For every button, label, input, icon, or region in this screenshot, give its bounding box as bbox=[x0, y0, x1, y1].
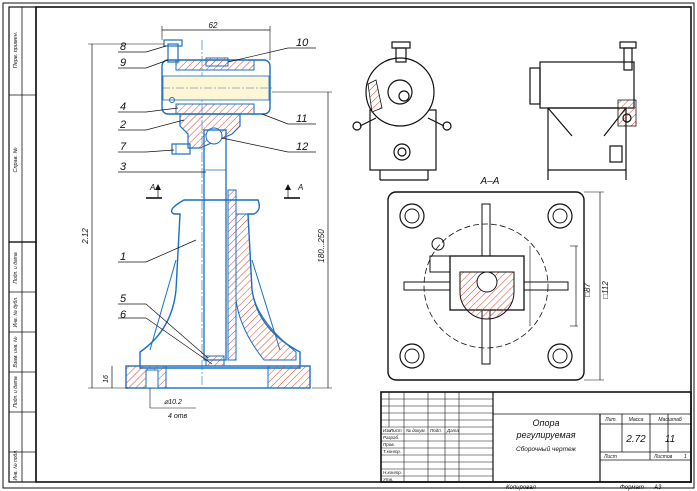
callout-8: 8 bbox=[120, 41, 127, 53]
callout-4: 4 bbox=[120, 101, 126, 113]
sheet-frame-inner bbox=[35, 6, 692, 483]
tb-header-date: Дата bbox=[446, 428, 459, 433]
dim-outer-square: □112 bbox=[601, 281, 610, 299]
title-block bbox=[380, 391, 692, 483]
side-bolt bbox=[171, 143, 191, 155]
front-view bbox=[125, 39, 311, 389]
top-screw bbox=[167, 43, 179, 63]
dim-adjust-range: 180...250 bbox=[317, 229, 326, 263]
dim-inner-square: □87 bbox=[583, 283, 592, 297]
tb-lit-label: Лит. bbox=[604, 417, 617, 423]
callout-10: 10 bbox=[296, 37, 309, 49]
footer-copied: Копировал bbox=[506, 485, 536, 491]
title-block-text: Изм Лист № докум. Подп. Дата Разраб. Про… bbox=[383, 417, 687, 482]
callout-12: 12 bbox=[296, 141, 308, 153]
tb-code: 2.72 bbox=[625, 434, 646, 445]
margin-label-ref-no: Справ. № bbox=[13, 147, 19, 172]
tb-role-approved: Утв. bbox=[383, 477, 393, 482]
tb-doc-type: Сборочный чертеж bbox=[516, 445, 577, 453]
tb-header-doc: № докум. bbox=[406, 428, 426, 433]
footer-format-value: A3 bbox=[653, 485, 662, 491]
callout-3: 3 bbox=[120, 161, 127, 173]
left-margin-strip: Перв. примен. Справ. № Подп. и дата Инв.… bbox=[8, 6, 37, 483]
tb-sheets-total: 1 bbox=[684, 454, 687, 460]
tb-role-developer: Разраб. bbox=[383, 435, 399, 440]
section-a-a-view: A–A □87 □112 bbox=[387, 176, 610, 381]
section-mark-right: A bbox=[297, 183, 303, 192]
spindle bbox=[203, 129, 227, 361]
callout-11: 11 bbox=[296, 113, 307, 125]
tb-mass-label: Масса bbox=[629, 417, 644, 423]
dim-top-width: 62 bbox=[209, 21, 218, 30]
section-mark-left: A bbox=[149, 183, 155, 192]
dim-base-height: 16 bbox=[103, 375, 110, 383]
dim-hole-count: 4 отв bbox=[168, 413, 188, 420]
tb-scale-label: Масштаб bbox=[658, 417, 682, 423]
leader-numbers: 8 9 10 4 2 11 7 12 3 1 5 6 bbox=[119, 37, 309, 321]
support-column bbox=[139, 199, 301, 369]
callout-2: 2 bbox=[119, 119, 126, 131]
dim-hole-dia: ⌀10.2 bbox=[164, 399, 182, 406]
section-title: A–A bbox=[480, 176, 500, 187]
tb-role-ncontrol: Н.контр. bbox=[383, 470, 402, 475]
margin-label-dup-inv: Инв. № дубл. bbox=[13, 297, 19, 328]
margin-label-sign-date-2: Подп. и дата bbox=[13, 376, 19, 408]
callout-1: 1 bbox=[120, 251, 126, 263]
tb-role-checker: Пров. bbox=[383, 442, 395, 447]
tb-sheet-label: Лист bbox=[603, 454, 617, 460]
tb-header-sign: Подп. bbox=[430, 428, 442, 433]
margin-label-repl-inv: Взам. инв. № bbox=[13, 336, 19, 368]
tb-header-list: Лист bbox=[389, 428, 402, 433]
tb-header-izm: Изм bbox=[383, 428, 391, 433]
tb-sheets-label: Листов bbox=[653, 454, 673, 460]
callout-5: 5 bbox=[120, 293, 127, 305]
side-view-left bbox=[352, 41, 452, 181]
footer-format-label: Формат bbox=[620, 485, 644, 491]
margin-label-orig-inv: Инв. № подл. bbox=[13, 449, 19, 480]
front-dimensions: 62 2.12 180...250 16 ⌀10.2 4 отв A A bbox=[81, 21, 332, 420]
callout-6: 6 bbox=[120, 309, 127, 321]
leader-callouts bbox=[118, 45, 316, 365]
margin-label-first-use: Перв. примен. bbox=[13, 32, 19, 69]
margin-label-sign-date-1: Подп. и дата bbox=[13, 252, 19, 284]
side-view-right bbox=[529, 41, 637, 180]
tb-sheet-number: 11 bbox=[665, 434, 675, 445]
dim-overall-height: 2.12 bbox=[81, 228, 90, 245]
callout-7: 7 bbox=[120, 141, 127, 153]
tb-role-tcontrol: Т.контр. bbox=[383, 449, 401, 454]
tb-name-line2: регулируемая bbox=[515, 430, 575, 440]
tb-name-line1: Опора bbox=[533, 418, 560, 428]
callout-9: 9 bbox=[120, 57, 126, 69]
